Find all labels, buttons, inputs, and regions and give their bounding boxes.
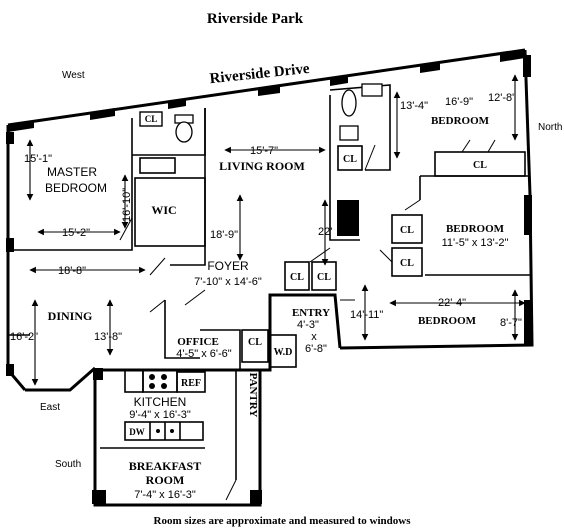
dining-dim-v1: 16'-2" (10, 331, 38, 343)
closet-label-entry-1: CL (290, 272, 304, 283)
dining-dim-h: 18'-8" (58, 265, 86, 277)
foyer-label: FOYER (207, 259, 249, 273)
pantry-label: PANTRY (247, 373, 259, 418)
hall-dim: 22' (318, 226, 332, 238)
breakfast-label-1: BREAKFAST (129, 459, 201, 473)
footnote: Room sizes are approximate and measured … (154, 515, 412, 527)
kitchen-dw: DW (129, 427, 145, 437)
bedroom-se-dim-v: 14'-11" (350, 309, 383, 321)
closet-label-ne-bedroom: CL (473, 160, 487, 171)
door-swings (119, 139, 496, 501)
entry-dim-x: x (311, 331, 317, 343)
bedroom-se-dim-side: 8'-7" (500, 317, 522, 329)
compass-north: North (538, 122, 562, 133)
wic-label: WIC (151, 203, 176, 217)
compass-west: West (62, 70, 85, 81)
living-room-dim-h: 15'-7" (250, 145, 278, 157)
entry-label: ENTRY (292, 307, 330, 319)
master-bedroom-dim-v: 15'-1" (24, 153, 52, 165)
closet-label-master: CL (145, 114, 158, 124)
interior-walls (8, 83, 530, 480)
master-bedroom-dim-side: 16'-10" (121, 188, 133, 222)
bedroom-e-dim: 11'-5" x 13'-2" (442, 237, 509, 249)
living-room-label: LIVING ROOM (219, 159, 305, 173)
street-riverside-park: Riverside Park (207, 11, 304, 27)
compass-south: South (55, 459, 81, 470)
living-room-dim-v: 18'-9" (210, 229, 238, 241)
master-bedroom-label-2: BEDROOM (45, 181, 107, 195)
foyer-dim: 7'-10" x 14'-6" (194, 276, 262, 288)
kitchen-label: KITCHEN (134, 395, 187, 409)
breakfast-label-2: ROOM (146, 473, 185, 487)
bedroom-ne-dim-c: 12'-8" (488, 92, 516, 104)
entry-dim-2: 6'-8" (305, 343, 327, 355)
master-bedroom-label-1: MASTER (47, 165, 97, 179)
bedroom-ne-dim-a: 13'-4" (400, 100, 428, 112)
closet-label-e-2: CL (400, 258, 414, 269)
closet-label-e-1: CL (400, 225, 414, 236)
entry-dim-1: 4'-3" (297, 319, 319, 331)
bedroom-e-label: BEDROOM (446, 223, 505, 235)
bedroom-se-dim-h: 22'-4" (438, 297, 466, 309)
exterior-walls (6, 48, 534, 507)
kitchen-ref: REF (181, 378, 201, 389)
dimension-arrows (26, 74, 526, 386)
office-label: OFFICE (177, 336, 219, 348)
closet-label-pantry: CL (248, 337, 262, 348)
closet-label-entry-2: CL (317, 272, 331, 283)
kitchen-dim: 9'-4" x 16'-3" (129, 409, 191, 421)
breakfast-dim: 7'-4" x 16'-3" (134, 489, 196, 501)
dining-label: DINING (48, 309, 93, 323)
bedroom-ne-label: BEDROOM (431, 115, 490, 127)
closet-label-ne-bath: CL (343, 154, 357, 165)
dining-dim-v2: 13'-8" (94, 331, 122, 343)
wd-label: W.D (274, 347, 293, 358)
bedroom-se-label: BEDROOM (418, 315, 477, 327)
compass-east: East (40, 402, 60, 413)
master-bedroom-dim-h: 15'-2" (62, 227, 90, 239)
bedroom-ne-dim-b: 16'-9" (445, 96, 473, 108)
office-dim: 4'-5" x 6'-6" (176, 348, 232, 360)
